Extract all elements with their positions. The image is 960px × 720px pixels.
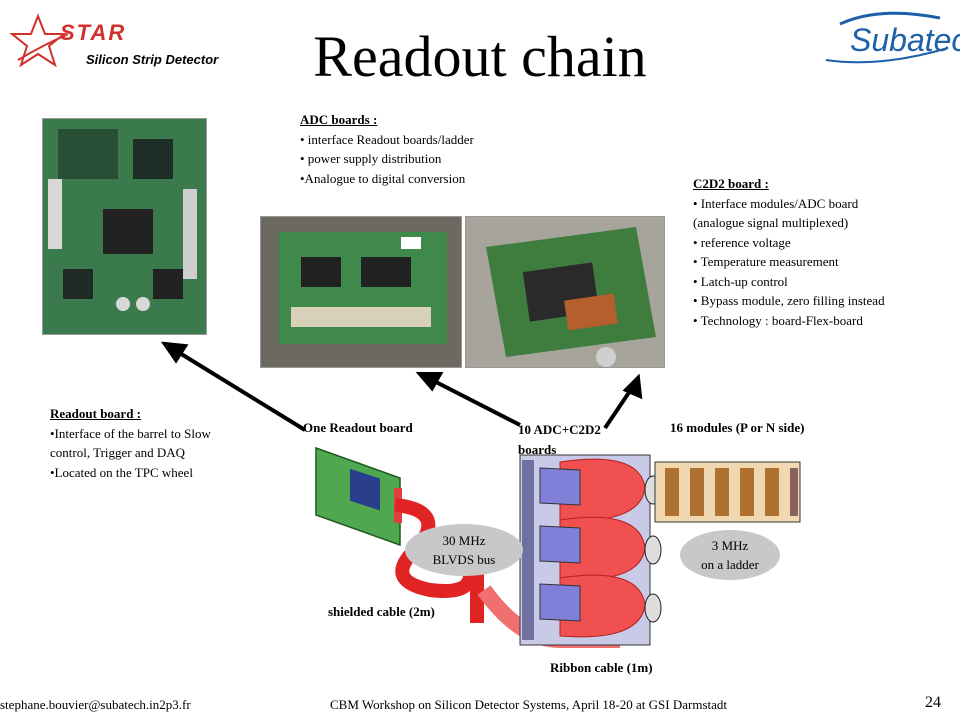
star-logo: STAR Silicon Strip Detector [8,8,218,80]
c2d2-board-item: • reference voltage [693,234,791,250]
adc-boards-item: •Analogue to digital conversion [300,170,466,186]
arrow-to-adc-board [431,378,521,427]
arrow-to-readout-board [176,350,307,432]
adc-c2d2-stack [519,454,662,646]
c2d2-board-item: • Temperature measurement [693,254,839,269]
arrow-to-c2d2-board [603,386,634,430]
adc-boards-text: ADC boards : • interface Readout boards/… [300,110,474,188]
ladder-line2: on a ladder [701,557,759,572]
c2d2-board-heading: C2D2 board : [693,176,769,191]
readout-board-illustration [315,446,402,547]
c2d2-board-graphic [466,217,664,367]
blvds-bus-line2: BLVDS bus [432,552,496,567]
adc-boards-heading: ADC boards : [300,112,378,127]
shielded-cable-connector [470,568,484,623]
footer-event: CBM Workshop on Silicon Detector Systems… [330,697,727,712]
detector-modules [654,461,801,523]
slide-title: Readout chain [313,24,647,89]
shielded-cable-label: shielded cable (2m) [328,604,435,619]
adc-c2d2-label-line1: 10 ADC+C2D2 [518,422,601,437]
c2d2-board-item: (analogue signal multiplexed) [693,215,849,230]
arrow-head-c2d2 [622,373,643,400]
ladder-ellipse: 3 MHz on a ladder [680,530,780,580]
subatech-logo: Subatech [820,8,960,68]
blvds-bus-ellipse: 30 MHz BLVDS bus [405,524,523,576]
readout-board-heading: Readout board : [50,406,142,421]
adc-board-photo [260,216,462,368]
arrow-head-adc [415,372,444,392]
c2d2-board-item: • Bypass module, zero filling instead [693,293,885,308]
modules-label: 16 modules (P or N side) [670,420,805,435]
readout-board-photo [42,118,207,335]
arrow-head-readout [160,341,189,364]
c2d2-board-photo [465,216,665,368]
one-readout-board-label: One Readout board [303,420,413,435]
adc-boards-item: • power supply distribution [300,151,442,166]
readout-board-graphic [43,119,206,334]
page-number: 24 [925,694,941,711]
ribbon-cable-label: Ribbon cable (1m) [550,660,653,675]
readout-board-text: Readout board : •Interface of the barrel… [50,404,211,482]
subatech-swoosh-icon [825,11,949,64]
ladder-line1: 3 MHz [711,538,749,553]
readout-board-item: control, Trigger and DAQ [50,445,186,460]
subatech-logo-text: Subatech [850,22,960,58]
star-logo-text: STAR [60,20,127,45]
shielded-cable [394,498,477,598]
c2d2-board-item: • Technology : board-Flex-board [693,312,863,328]
readout-board-item: •Located on the TPC wheel [50,464,193,480]
readout-board-item: •Interface of the barrel to Slow [50,425,211,441]
c2d2-board-text: C2D2 board : • Interface modules/ADC boa… [693,174,885,330]
c2d2-board-item: • Interface modules/ADC board [693,195,859,211]
adc-board-graphic [261,217,461,367]
adc-c2d2-label-line2: boards [518,442,557,457]
blvds-bus-line1: 30 MHz [442,533,486,548]
footer-email: stephane.bouvier@subatech.in2p3.fr [0,697,191,712]
adc-boards-item: • interface Readout boards/ladder [300,131,474,147]
c2d2-board-item: • Latch-up control [693,273,788,289]
star-logo-subtitle: Silicon Strip Detector [86,52,219,67]
star-logo-icon [9,13,68,68]
